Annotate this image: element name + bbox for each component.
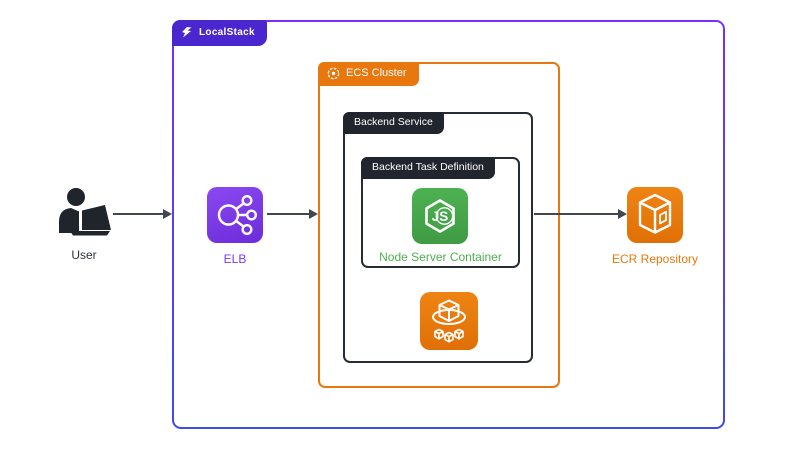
arrow-backend-service-to-ecr xyxy=(534,213,619,215)
arrow-elb-to-ecs-cluster xyxy=(267,213,310,215)
nodejs-hexagon-icon: JS xyxy=(412,188,468,244)
elb-label: ELB xyxy=(223,252,247,266)
node-server-container-label: Node Server Container xyxy=(379,250,502,264)
backend-service-tab: Backend Service xyxy=(343,112,444,134)
localstack-logo-icon xyxy=(180,26,193,39)
localstack-tab: LocalStack xyxy=(172,20,267,46)
ecr-repository-icon xyxy=(627,187,683,243)
ecs-cluster-tab: ECS Cluster xyxy=(318,62,419,86)
user-label: User xyxy=(71,248,97,262)
user-at-laptop-icon xyxy=(56,186,112,242)
ecr-repository-label: ECR Repository xyxy=(611,252,699,266)
arrow-user-to-localstack xyxy=(113,213,164,215)
ecs-cluster-tab-label: ECS Cluster xyxy=(346,67,407,79)
load-balancer-icon xyxy=(207,187,263,243)
backend-service-tab-label: Backend Service xyxy=(354,116,433,128)
backend-task-definition-tab: Backend Task Definition xyxy=(361,157,495,179)
ecs-service-icon xyxy=(420,292,478,350)
backend-task-definition-tab-label: Backend Task Definition xyxy=(372,161,484,173)
nodejs-badge-text: JS xyxy=(432,209,449,224)
localstack-tab-label: LocalStack xyxy=(199,26,255,38)
ecs-cluster-icon xyxy=(327,67,340,80)
